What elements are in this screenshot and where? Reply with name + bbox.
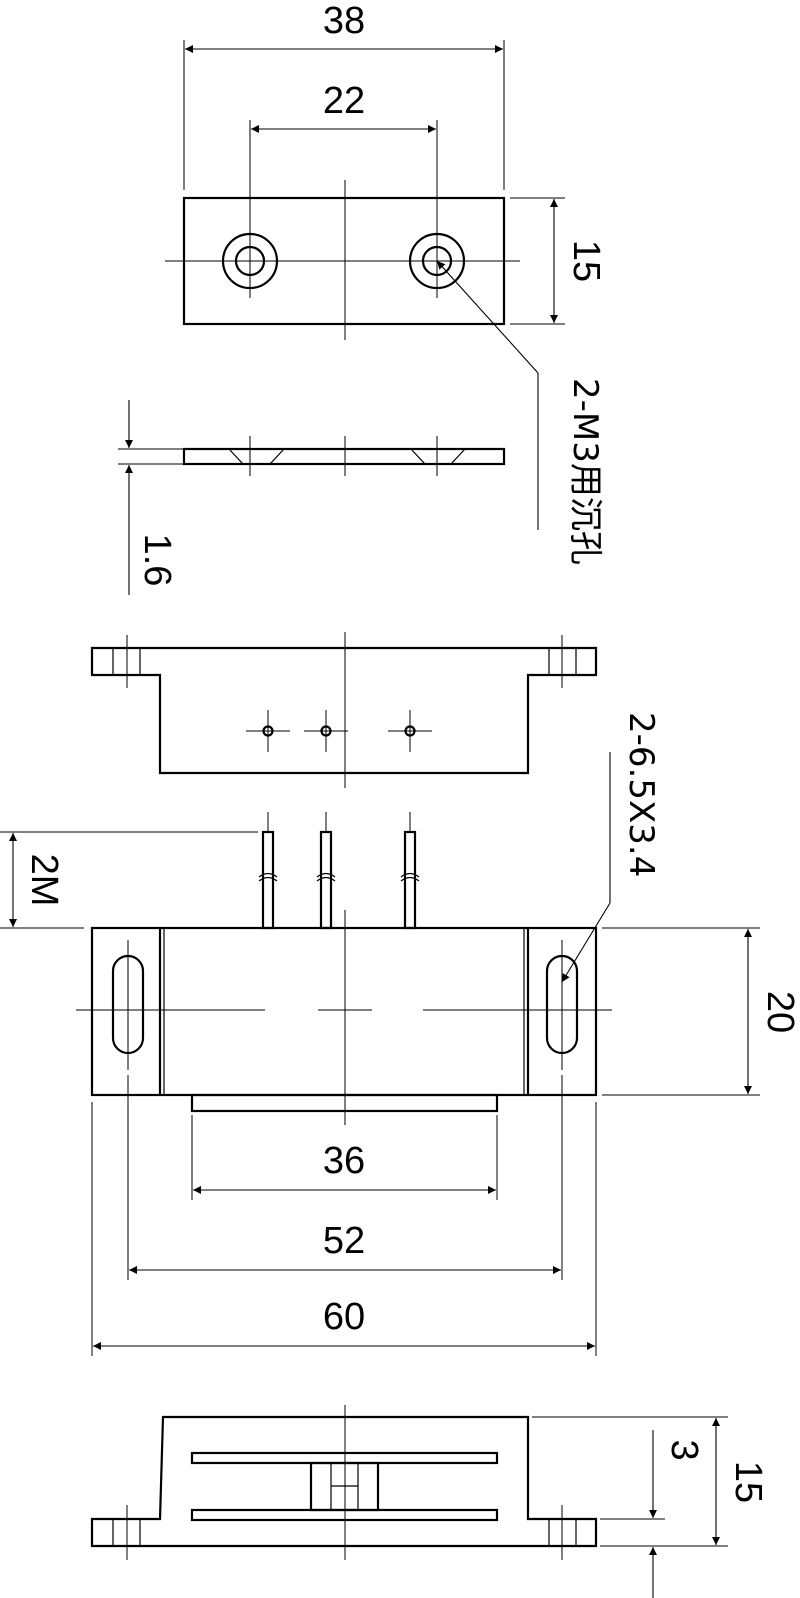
- plate-side-view: 1.6: [118, 400, 506, 595]
- countersink-hole-left: [221, 225, 279, 298]
- body-side-outline: [90, 646, 598, 775]
- wire-2: [316, 812, 336, 930]
- body-side-view: [90, 632, 598, 788]
- body-outline: [90, 926, 598, 1097]
- note-slots: 2-6.5X3.4: [621, 712, 661, 877]
- dim-magnet-length: 36: [323, 1140, 365, 1182]
- dim-plate-thickness: 1.6: [136, 534, 178, 587]
- dim-top-width: 38: [323, 0, 365, 42]
- bottom-outline: [90, 1415, 598, 1548]
- note-countersink: 2-M3用沉孔: [565, 378, 605, 565]
- dim-top-height: 15: [565, 240, 607, 282]
- wire-hole-1: [246, 710, 290, 752]
- wire-hole-3: [388, 710, 432, 752]
- dim-overall-length: 60: [323, 1296, 365, 1338]
- reed-core: [309, 1461, 380, 1512]
- dim-bottom-gap: 3: [663, 1439, 705, 1460]
- body-top-view: 2M 20 2-6.5X3.4 36 52 60: [0, 712, 800, 1356]
- dim-hole-spacing: 22: [323, 80, 365, 122]
- plate-side-outline: [182, 447, 506, 466]
- dim-bottom-height: 15: [727, 1461, 769, 1503]
- wire-hole-2: [304, 710, 348, 752]
- dim-wire-length: 2M: [23, 854, 65, 907]
- bottom-view: 3 15: [90, 1405, 769, 1598]
- dim-slot-spacing: 52: [323, 1220, 365, 1262]
- top-plate-view: 38 22 15 2-M3用沉孔: [165, 0, 607, 565]
- wire-1: [258, 812, 278, 930]
- wire-3: [400, 812, 420, 930]
- dim-body-height: 20: [759, 991, 800, 1033]
